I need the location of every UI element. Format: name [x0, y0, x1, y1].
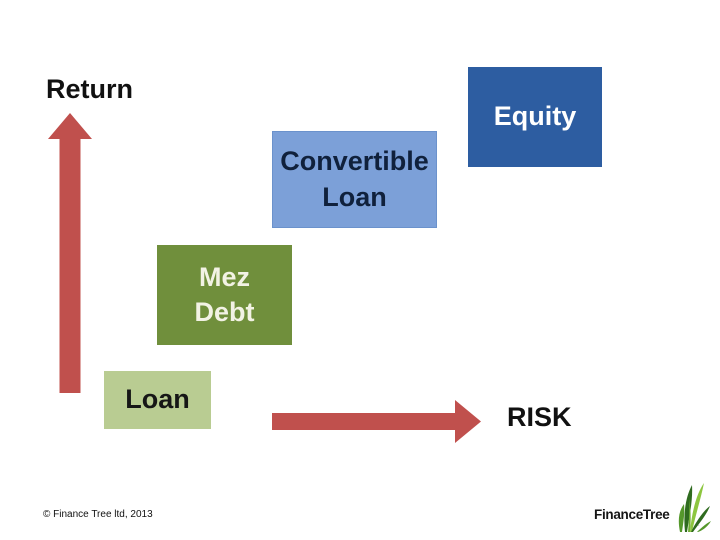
grass-icon	[678, 483, 711, 532]
box-loan-label: Loan	[125, 384, 190, 415]
risk-axis-label: RISK	[507, 402, 572, 432]
box-loan: Loan	[104, 371, 211, 429]
box-equity: Equity	[468, 67, 602, 167]
box-mez-debt-label-line2: Debt	[194, 297, 255, 327]
financetree-logo: FinanceTree .	[594, 480, 716, 536]
financetree-logo-text: FinanceTree	[594, 507, 670, 522]
risk-arrow-icon	[272, 400, 481, 443]
box-convertible-loan-label-line1: Convertible	[280, 146, 429, 177]
return-axis-label: Return	[46, 74, 133, 104]
box-equity-label: Equity	[493, 101, 577, 132]
box-mez-debt: Mez Debt	[157, 245, 292, 345]
copyright-text: © Finance Tree ltd, 2013	[43, 509, 153, 520]
logo-trademark-dot: .	[698, 522, 700, 528]
box-convertible-loan-label-line2: Loan	[322, 181, 387, 212]
box-convertible-loan: Convertible Loan	[272, 131, 437, 228]
box-mez-debt-label-line1: Mez	[198, 261, 250, 292]
return-arrow-icon	[48, 113, 92, 393]
